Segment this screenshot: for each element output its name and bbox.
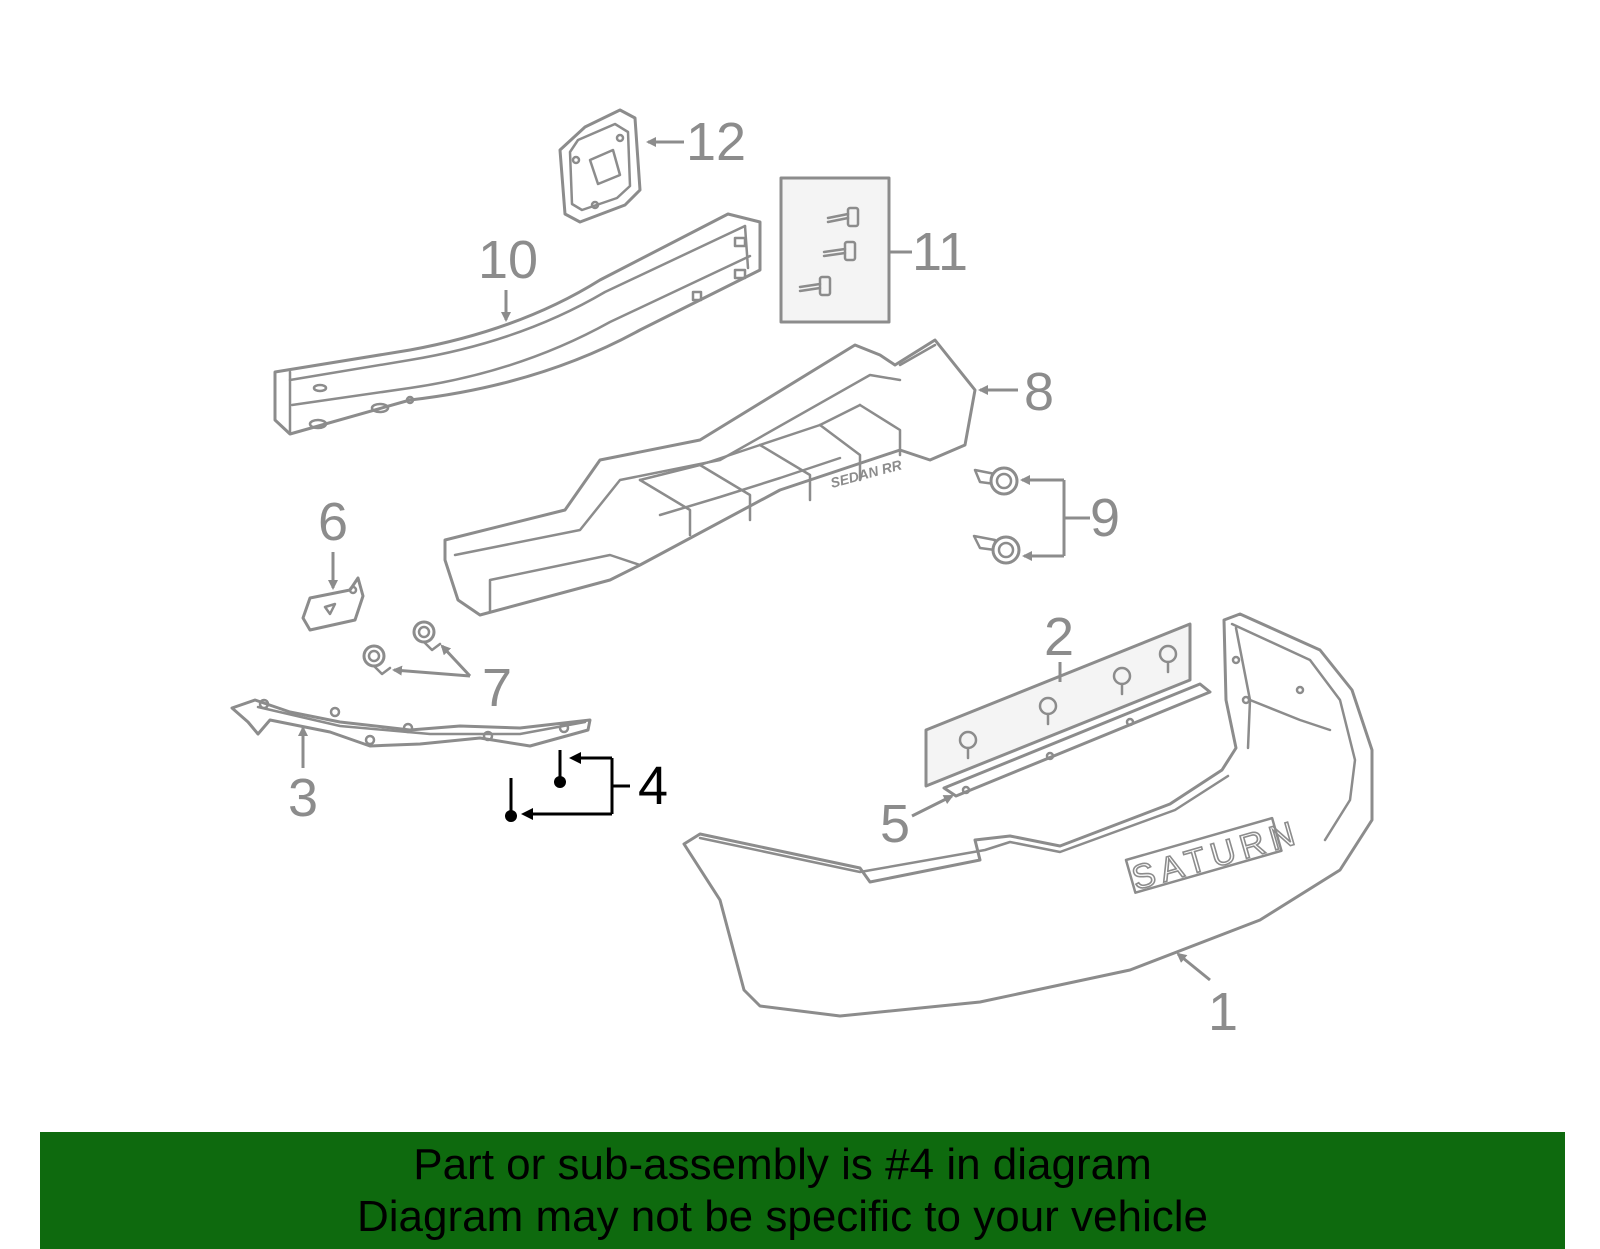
callout-4[interactable]: 4: [521, 752, 668, 820]
callout-5: 5: [880, 794, 954, 854]
callout-3-label: 3: [288, 768, 318, 828]
footer-line-part-number: Part or sub-assembly is #4 in diagram: [413, 1140, 1152, 1189]
callout-1-label: 1: [1208, 982, 1238, 1042]
part-3-support-rail: [230, 698, 592, 748]
push-pin-icon: [1158, 644, 1178, 674]
callout-2-label: 2: [1044, 607, 1074, 667]
callout-10: 10: [478, 230, 538, 322]
part-9-retainer: [973, 466, 1019, 496]
callout-5-label: 5: [880, 794, 910, 854]
bolt-icon: [822, 240, 857, 262]
part-5-molding-strip: [942, 682, 1212, 798]
callout-7: 7: [392, 644, 512, 718]
callout-12-label: 12: [686, 112, 746, 172]
push-pin-icon: [1038, 696, 1058, 726]
callout-4-label: 4: [638, 756, 668, 816]
callout-6-label: 6: [318, 492, 348, 552]
part-4-bolt: [554, 750, 566, 788]
callout-12: 12: [646, 112, 746, 172]
part-4-bolt: [505, 778, 517, 822]
callout-3: 3: [288, 726, 318, 828]
callout-6: 6: [318, 492, 348, 590]
part-9-retainer: [972, 534, 1021, 565]
part-6-bracket: [301, 576, 365, 632]
callout-8-label: 8: [1024, 362, 1054, 422]
callout-11: 11: [889, 222, 968, 282]
bolt-icon: [826, 206, 860, 228]
callout-7-label: 7: [482, 658, 512, 718]
part-12-plate: [558, 108, 642, 224]
push-pin-icon: [1112, 666, 1132, 696]
part-10-impact-bar: [273, 212, 762, 436]
part-1-bumper-fascia: SATURN: [682, 612, 1374, 1018]
part-8-energy-absorber: SEDAN RR: [443, 338, 977, 617]
part-2-retainer-kit: [924, 622, 1192, 788]
callout-8: 8: [978, 362, 1054, 422]
part-7-nut: [412, 620, 442, 652]
push-pin-icon: [958, 730, 978, 760]
callout-2: 2: [1044, 607, 1074, 682]
callout-9-label: 9: [1090, 488, 1120, 548]
callout-10-label: 10: [478, 230, 538, 290]
footer-line-disclaimer: Diagram may not be specific to your vehi…: [356, 1192, 1209, 1241]
part-7-nut: [362, 644, 392, 676]
callout-11-label: 11: [912, 222, 968, 282]
callout-1: 1: [1176, 952, 1238, 1042]
footer-banner: Part or sub-assembly is #4 in diagram Di…: [40, 1132, 1565, 1249]
callout-9: 9: [1020, 475, 1120, 561]
bolt-icon: [798, 275, 832, 297]
part-11-bolt-kit: [779, 176, 891, 324]
